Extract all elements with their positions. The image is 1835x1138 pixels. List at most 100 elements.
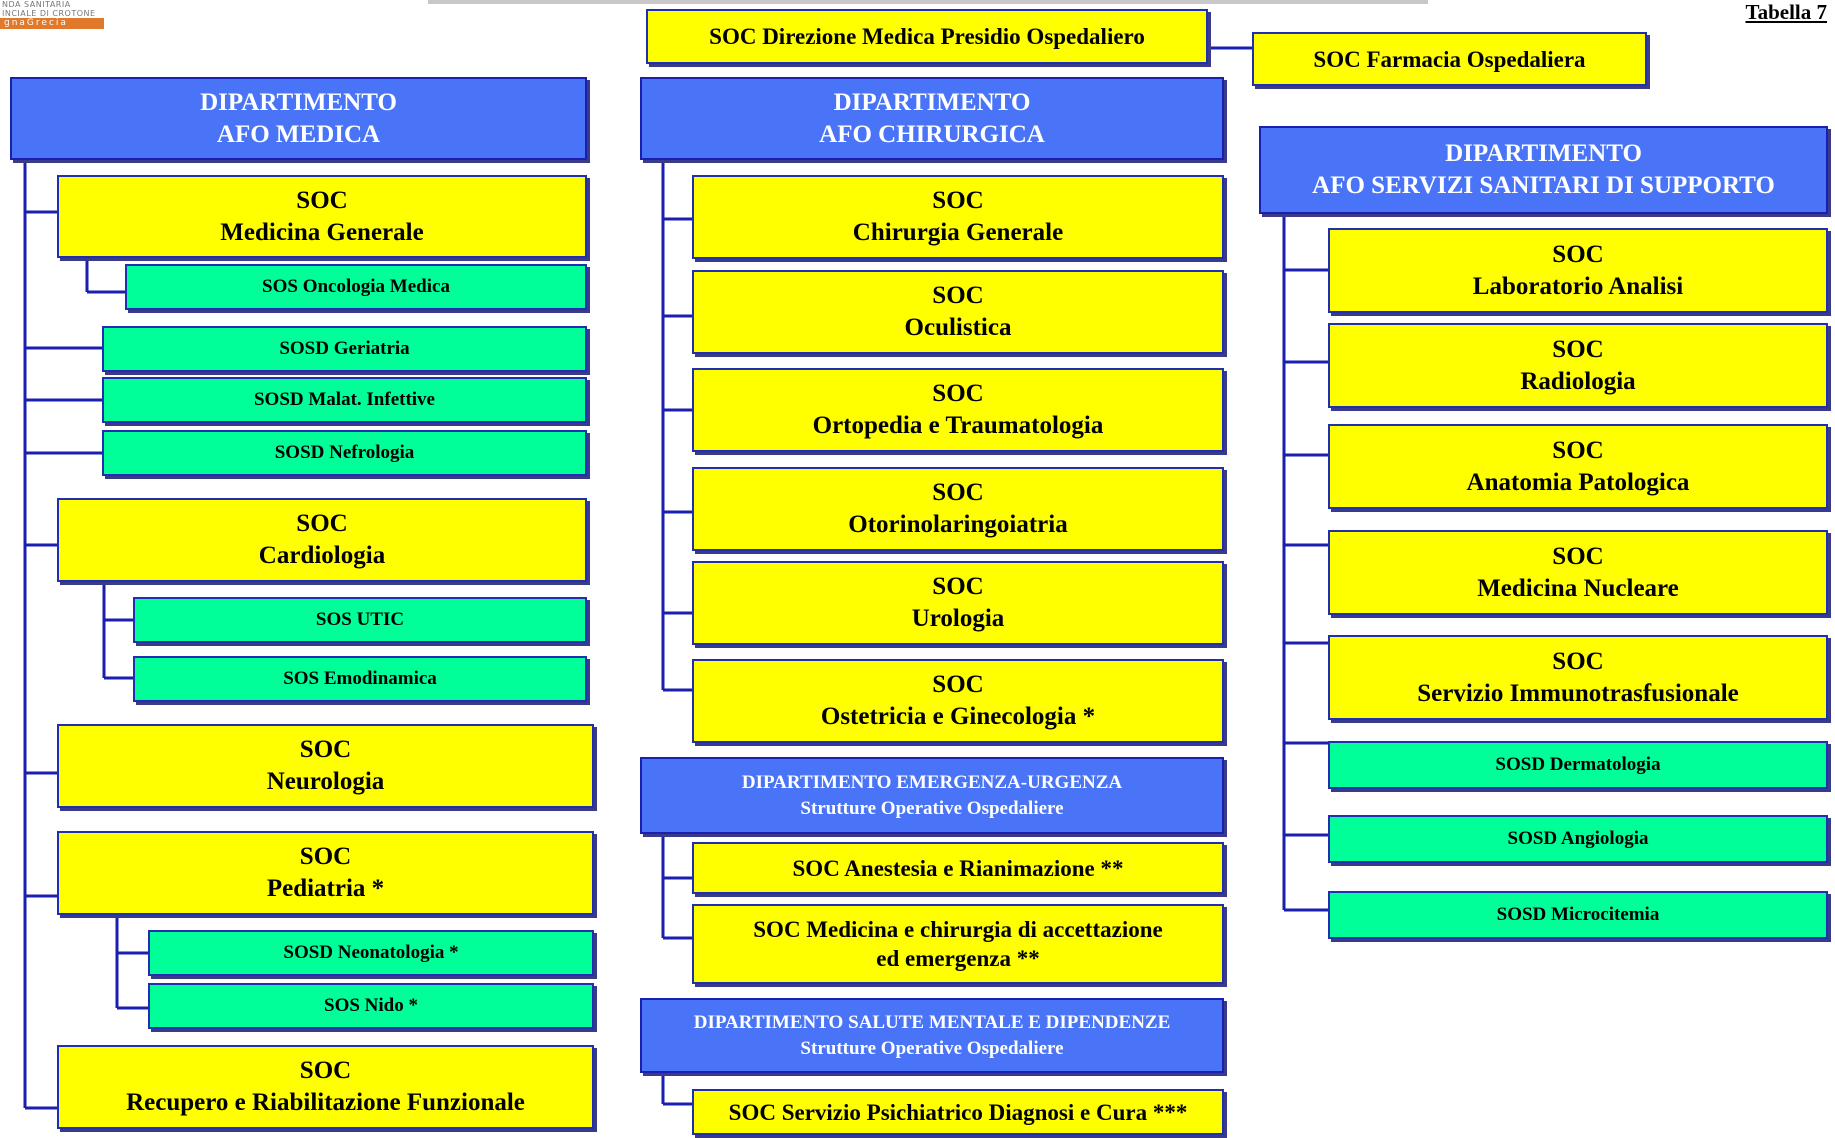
- sos-label: SOS Nido *: [324, 995, 418, 1016]
- soc-label: SOC: [932, 479, 984, 506]
- soc-servizio-psichiatrico: SOC Servizio Psichiatrico Diagnosi e Cur…: [692, 1089, 1224, 1135]
- sos-label: SOSD Nefrologia: [274, 442, 415, 463]
- soc-medicina-nucleare: SOC Medicina Nucleare: [1328, 530, 1828, 615]
- soc-label: SOC: [299, 1057, 352, 1084]
- sosd-microcitemia: SOSD Microcitemia: [1328, 891, 1828, 939]
- soc-label: SOC: [932, 380, 984, 407]
- dept-title-line2: AFO SERVIZI SANITARI DI SUPPORTO: [1312, 172, 1775, 199]
- soc-name: Laboratorio Analisi: [1472, 272, 1684, 300]
- dept-afo-servizi-sanitari: DIPARTIMENTO AFO SERVIZI SANITARI DI SUP…: [1259, 126, 1828, 214]
- sos-emodinamica: SOS Emodinamica: [133, 656, 587, 702]
- sos-label: SOS UTIC: [315, 609, 405, 630]
- soc-name: Ostetricia e Ginecologia *: [820, 703, 1096, 730]
- soc-direzione-medica: SOC Direzione Medica Presidio Ospedalier…: [646, 9, 1208, 64]
- dept-title-line2: AFO MEDICA: [216, 120, 381, 148]
- soc-urologia: SOC Urologia: [692, 561, 1224, 645]
- sos-label: SOS Emodinamica: [283, 668, 437, 689]
- soc-cardiologia: SOC Cardiologia: [57, 498, 587, 582]
- dept-title-line2: Strutture Operative Ospedaliere: [800, 1037, 1064, 1059]
- soc-label: SOC: [932, 671, 984, 698]
- soc-label: SOC: [299, 843, 352, 870]
- soc-recupero-riabilitazione: SOC Recupero e Riabilitazione Funzionale: [57, 1045, 594, 1129]
- dept-title-line1: DIPARTIMENTO: [200, 88, 397, 116]
- soc-label: SOC: [932, 282, 984, 309]
- dept-title-line2: AFO CHIRURGICA: [819, 120, 1045, 148]
- sos-label: SOSD Dermatologia: [1495, 754, 1661, 775]
- sos-label: SOS Oncologia Medica: [262, 276, 450, 297]
- soc-label: SOC: [1552, 335, 1604, 363]
- soc-label: SOC: [296, 510, 348, 537]
- sosd-neonatologia: SOSD Neonatologia *: [148, 930, 594, 976]
- soc-anestesia-rianimazione: SOC Anestesia e Rianimazione **: [692, 842, 1224, 894]
- soc-label: SOC: [1552, 240, 1604, 268]
- table-label: Tabella 7: [1745, 0, 1828, 24]
- soc-label: SOC Medicina e chirurgia di accettazione: [753, 917, 1163, 942]
- soc-label: SOC: [1552, 647, 1604, 675]
- soc-name: Cardiologia: [258, 542, 386, 569]
- soc-name: Neurologia: [266, 768, 385, 795]
- soc-neurologia: SOC Neurologia: [57, 724, 594, 808]
- sosd-nefrologia: SOSD Nefrologia: [102, 430, 587, 476]
- soc-name: Servizio Immunotrasfusionale: [1417, 679, 1739, 707]
- soc-label: SOC: [296, 186, 348, 214]
- dept-title-line1: DIPARTIMENTO: [833, 88, 1031, 116]
- soc-medicina-accettazione: SOC Medicina e chirurgia di accettazione…: [692, 904, 1224, 984]
- soc-label: SOC Anestesia e Rianimazione **: [792, 855, 1124, 881]
- sos-label: SOSD Malat. Infettive: [253, 389, 435, 410]
- top-divider: [428, 0, 1428, 4]
- sosd-geriatria: SOSD Geriatria: [102, 326, 587, 372]
- soc-ortopedia: SOC Ortopedia e Traumatologia: [692, 368, 1224, 452]
- sos-nido: SOS Nido *: [148, 983, 594, 1029]
- asp-logo: NDA SANITARIA INCIALE DI CROTONE gnaGrec…: [0, 0, 104, 34]
- soc-name: Radiologia: [1520, 367, 1636, 395]
- soc-name: Ortopedia e Traumatologia: [812, 412, 1104, 439]
- dept-title-line1: DIPARTIMENTO: [1445, 140, 1642, 167]
- sos-utic: SOS UTIC: [133, 597, 587, 643]
- logo-line2: INCIALE DI CROTONE: [2, 9, 96, 18]
- soc-label: SOC: [299, 736, 352, 763]
- soc-name: Pediatria *: [266, 875, 385, 902]
- soc-name: Anatomia Patologica: [1466, 468, 1690, 496]
- dept-title-line1: DIPARTIMENTO EMERGENZA-URGENZA: [741, 771, 1123, 793]
- soc-label: SOC: [1552, 542, 1604, 570]
- soc-chirurgia-generale: SOC Chirurgia Generale: [692, 175, 1224, 259]
- dept-afo-chirurgica: DIPARTIMENTO AFO CHIRURGICA: [640, 77, 1224, 160]
- logo-line3: gnaGrecia: [0, 18, 104, 29]
- sosd-angiologia: SOSD Angiologia: [1328, 815, 1828, 863]
- soc-oculistica: SOC Oculistica: [692, 270, 1224, 354]
- soc-medicina-generale: SOC Medicina Generale: [57, 175, 587, 258]
- soc-name: Medicina Generale: [220, 218, 424, 246]
- dept-emergenza-urgenza: DIPARTIMENTO EMERGENZA-URGENZA Strutture…: [640, 757, 1224, 834]
- farmacia-label: SOC Farmacia Ospedaliera: [1313, 46, 1586, 72]
- dept-afo-medica: DIPARTIMENTO AFO MEDICA: [10, 77, 587, 160]
- sos-label: SOSD Geriatria: [279, 338, 410, 359]
- soc-name: Otorinolaringoiatria: [848, 511, 1068, 538]
- direzione-label: SOC Direzione Medica Presidio Ospedalier…: [709, 24, 1145, 49]
- soc-label: SOC Servizio Psichiatrico Diagnosi e Cur…: [728, 1099, 1188, 1125]
- dept-title-line1: DIPARTIMENTO SALUTE MENTALE E DIPENDENZE: [693, 1011, 1171, 1033]
- soc-servizio-immunotrasfusionale: SOC Servizio Immunotrasfusionale: [1328, 635, 1828, 720]
- soc-label: SOC: [932, 187, 984, 214]
- sosd-dermatologia: SOSD Dermatologia: [1328, 741, 1828, 789]
- soc-farmacia: SOC Farmacia Ospedaliera: [1252, 32, 1647, 86]
- soc-name: Chirurgia Generale: [852, 219, 1064, 246]
- logo-line1: NDA SANITARIA: [2, 0, 71, 9]
- soc-name: Medicina Nucleare: [1477, 574, 1679, 602]
- soc-name: ed emergenza **: [876, 946, 1040, 971]
- soc-otorinolaringoiatria: SOC Otorinolaringoiatria: [692, 467, 1224, 551]
- soc-label: SOC: [932, 573, 984, 600]
- soc-name: Oculistica: [904, 314, 1012, 341]
- soc-name: Urologia: [911, 605, 1005, 632]
- soc-radiologia: SOC Radiologia: [1328, 323, 1828, 408]
- soc-anatomia-patologica: SOC Anatomia Patologica: [1328, 424, 1828, 509]
- soc-ostetricia-ginecologia: SOC Ostetricia e Ginecologia *: [692, 659, 1224, 743]
- sos-label: SOSD Microcitemia: [1496, 904, 1660, 925]
- sos-label: SOSD Angiologia: [1507, 828, 1649, 849]
- soc-name: Recupero e Riabilitazione Funzionale: [126, 1089, 525, 1116]
- sosd-malat-infettive: SOSD Malat. Infettive: [102, 377, 587, 423]
- soc-pediatria: SOC Pediatria *: [57, 831, 594, 915]
- dept-salute-mentale: DIPARTIMENTO SALUTE MENTALE E DIPENDENZE…: [640, 998, 1224, 1073]
- dept-title-line2: Strutture Operative Ospedaliere: [800, 797, 1064, 819]
- sos-label: SOSD Neonatologia *: [283, 942, 459, 963]
